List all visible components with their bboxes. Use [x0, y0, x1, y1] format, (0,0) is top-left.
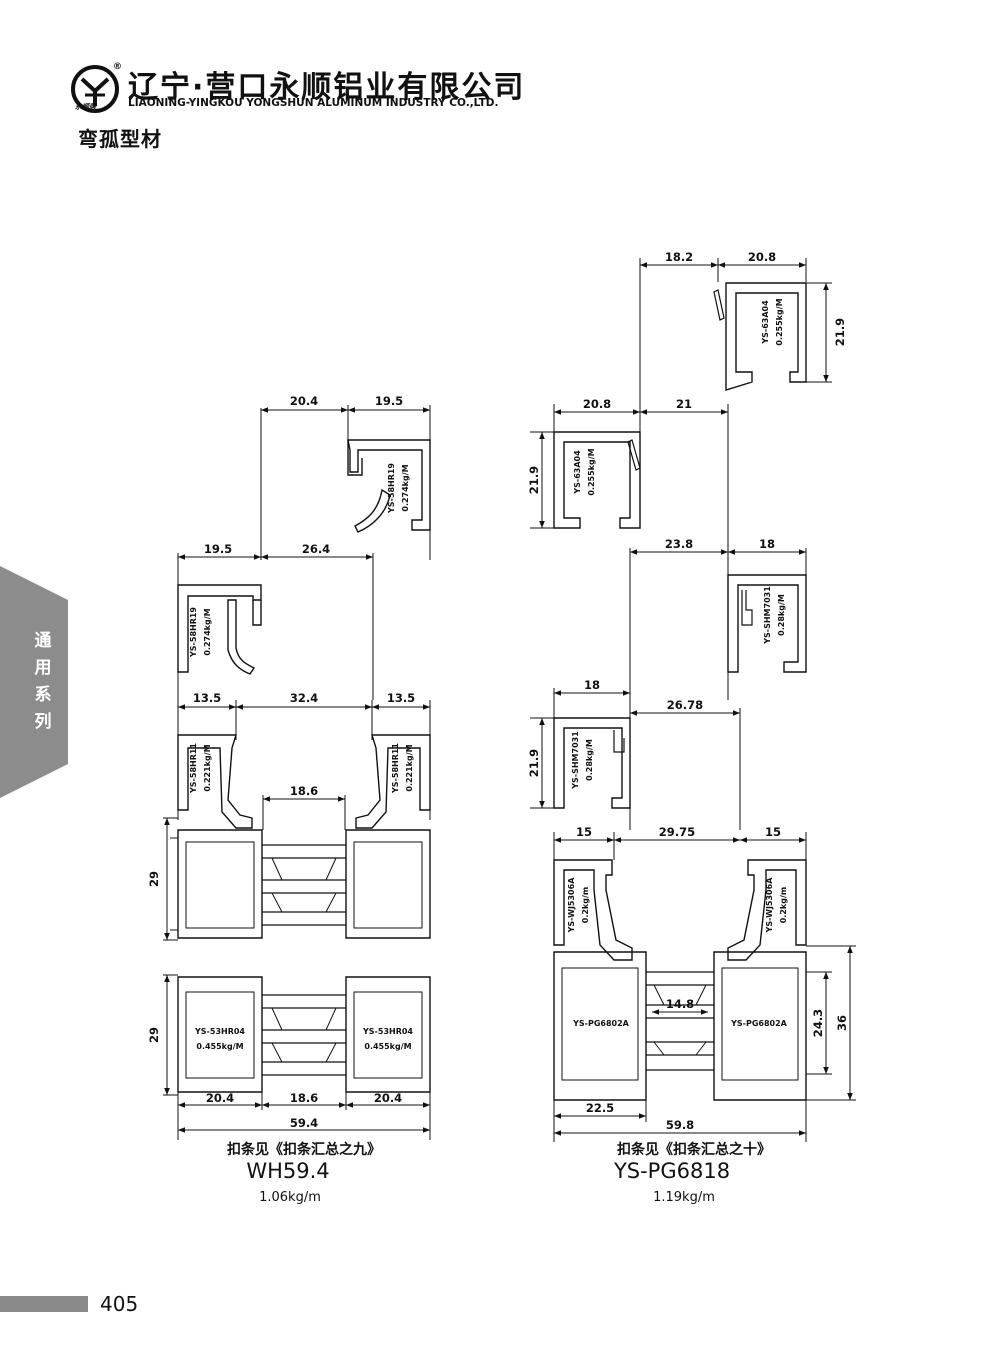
label-left-mid-left-weight: 0.221kg/M — [203, 744, 212, 791]
dim-right-fourth-a: 18 — [584, 678, 600, 692]
label-left-low-left-code: YS-53HR04 — [194, 1027, 245, 1036]
label-left-mid-left-code: YS-58HR11 — [189, 743, 198, 794]
label-right-second-weight: 0.255kg/M — [587, 448, 596, 495]
label-right-fourth-weight: 0.28kg/M — [585, 739, 594, 781]
dim-right-fourth-b: 26.78 — [667, 698, 703, 712]
dim-right-height-b: 36 — [835, 1015, 849, 1031]
dim-left-upper-a: 19.5 — [204, 542, 232, 556]
dim-left-top-a: 20.4 — [290, 394, 318, 408]
footer-bar — [0, 1296, 88, 1312]
right-caption: 扣条见《扣条汇总之十》 — [617, 1142, 771, 1158]
label-right-bead-right-weight: 0.2kg/m — [779, 887, 788, 923]
dim-right-third-b: 18 — [759, 537, 775, 551]
dim-left-height-upper: 29 — [147, 871, 161, 887]
dim-right-third-a: 23.8 — [665, 537, 693, 551]
label-right-bead-right-code: YS-WJ5306A — [765, 877, 774, 934]
dim-left-mid-c: 13.5 — [387, 691, 415, 705]
dim-right-fourth-h: 21.9 — [527, 749, 541, 777]
label-right-top-weight: 0.255kg/M — [775, 298, 784, 345]
brand-name-small: 永顺牌 — [75, 103, 96, 111]
dim-right-second-h: 21.9 — [527, 466, 541, 494]
side-category-tab — [0, 566, 68, 798]
right-weight: 1.19kg/m — [653, 1190, 715, 1205]
dim-left-mid-b: 32.4 — [290, 691, 318, 705]
registered-mark: ® — [113, 62, 122, 72]
dim-right-top-a: 18.2 — [665, 250, 693, 264]
dim-left-total: 59.4 — [290, 1116, 318, 1130]
label-right-frame-left-code: YS-PG6802A — [572, 1019, 630, 1028]
dim-left-bottom-b: 18.6 — [290, 1091, 318, 1105]
dim-left-upper-b: 26.4 — [302, 542, 330, 556]
dim-left-bottom-c: 20.4 — [374, 1091, 402, 1105]
dim-left-bottom-a: 20.4 — [206, 1091, 234, 1105]
label-left-top-weight: 0.274kg/M — [401, 464, 410, 511]
label-left-low-left-weight: 0.455kg/M — [196, 1042, 243, 1051]
label-right-second-code: YS-63A04 — [573, 450, 582, 495]
dim-left-inner: 18.6 — [290, 784, 318, 798]
left-weight: 1.06kg/m — [259, 1190, 321, 1205]
dim-left-top-b: 19.5 — [375, 394, 403, 408]
label-right-third-weight: 0.28kg/M — [777, 594, 786, 636]
label-right-top-code: YS-63A04 — [761, 300, 770, 345]
label-right-frame-right-code: YS-PG6802A — [730, 1019, 788, 1028]
company-name-cn: 辽宁·营口永顺铝业有限公司 — [128, 70, 526, 105]
dim-left-height-lower: 29 — [147, 1027, 161, 1043]
dim-right-base-c: 15 — [765, 825, 781, 839]
label-left-low-right-weight: 0.455kg/M — [364, 1042, 411, 1051]
label-right-bead-left-weight: 0.2kg/m — [581, 887, 590, 923]
dim-right-height-a: 24.3 — [811, 1009, 825, 1037]
company-logo — [71, 65, 119, 113]
dim-right-base-a: 15 — [576, 825, 592, 839]
label-right-third-code: YS-SHM7031 — [763, 586, 772, 645]
dim-right-bottom-a: 22.5 — [586, 1101, 614, 1115]
label-left-upper-weight: 0.274kg/M — [203, 608, 212, 655]
dim-right-second-b: 21 — [676, 397, 692, 411]
company-name-en: LIAONING-YINGKOU YONGSHUN ALUMINUM INDUS… — [128, 97, 499, 109]
right-model-name: YS-PG6818 — [613, 1159, 731, 1183]
side-tab-label: 通用系列 — [34, 631, 52, 732]
label-right-fourth-code: YS-SHM7031 — [571, 731, 580, 790]
label-left-mid-right-code: YS-58HR11 — [391, 743, 400, 794]
dim-left-mid-a: 13.5 — [193, 691, 221, 705]
left-model-name: WH59.4 — [246, 1159, 330, 1183]
left-caption: 扣条见《扣条汇总之九》 — [227, 1142, 381, 1158]
label-left-upper-code: YS-58HR19 — [189, 607, 198, 658]
label-left-top-code: YS-58HR19 — [387, 463, 396, 514]
label-right-bead-left-code: YS-WJ5306A — [567, 877, 576, 934]
label-left-low-right-code: YS-53HR04 — [362, 1027, 413, 1036]
category-title: 弯孤型材 — [78, 127, 162, 151]
label-left-mid-right-weight: 0.221kg/M — [405, 744, 414, 791]
dim-right-second-a: 20.8 — [583, 397, 611, 411]
dim-right-top-h: 21.9 — [833, 318, 847, 346]
page-number: 405 — [100, 1292, 139, 1316]
dim-right-inner: 14.8 — [666, 997, 694, 1011]
dim-right-top-b: 20.8 — [748, 250, 776, 264]
dim-right-base-b: 29.75 — [659, 825, 695, 839]
dim-right-total: 59.8 — [666, 1118, 694, 1132]
